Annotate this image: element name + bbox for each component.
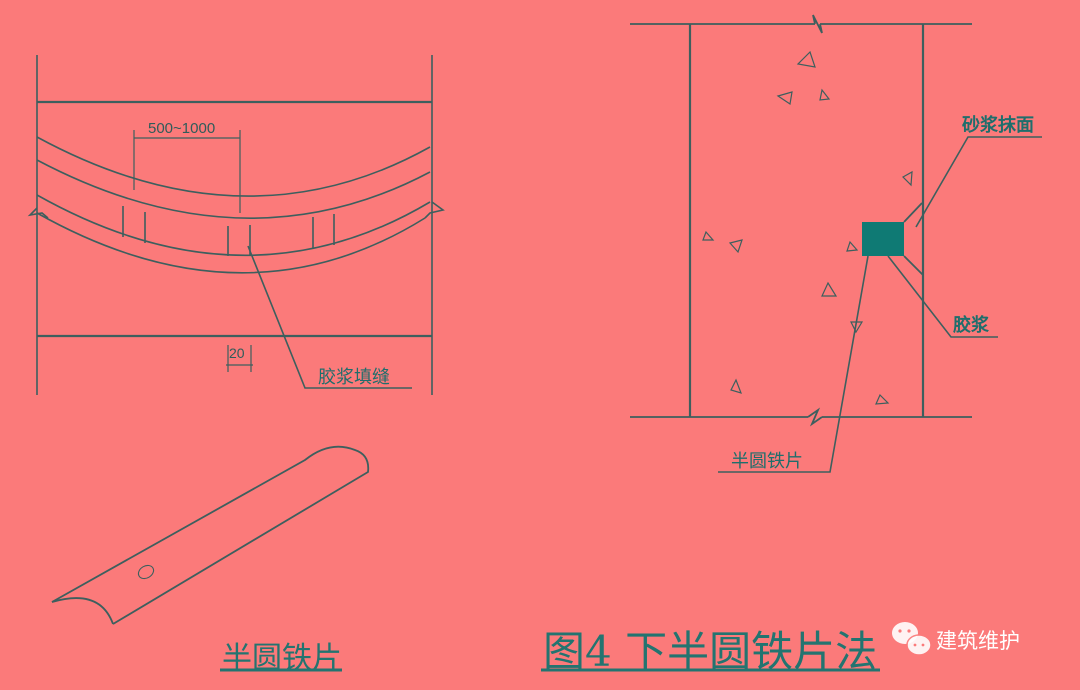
wechat-icon [892,622,932,656]
watermark-text: 建筑维护 [936,629,1020,653]
figure-title: 图4 下半圆铁片法 [543,627,877,676]
joint-fill-label: 胶浆填缝 [318,367,390,388]
dimension-span-label: 500~1000 [148,120,215,137]
right-wall-diagram [630,14,1042,473]
half-round-plate-drawing [51,445,370,625]
half-round-plate-section [862,222,904,256]
dimension-gap-label: 20 [229,345,245,361]
glue-label: 胶浆 [953,314,990,336]
half-round-plate-label: 半圆铁片 [731,451,803,472]
left-section-diagram [27,55,445,395]
mortar-surface-label: 砂浆抹面 [962,114,1034,136]
